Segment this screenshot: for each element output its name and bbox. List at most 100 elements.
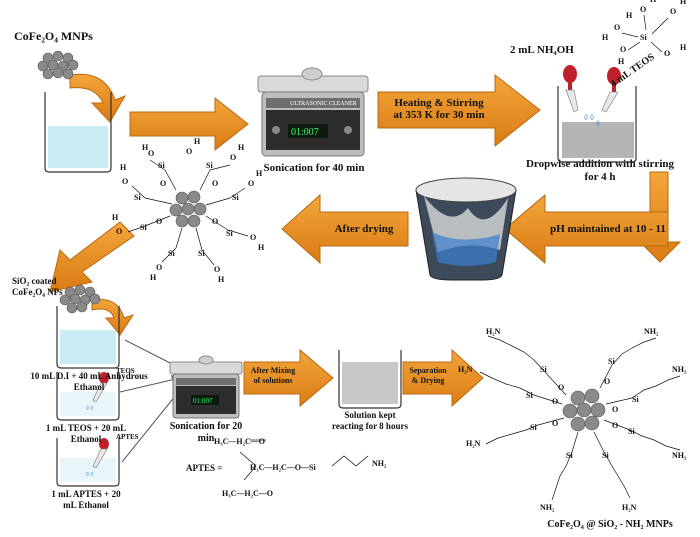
label-separation: Separation & Drying [402, 366, 454, 386]
label-mnp: CoFe₂O₄ MNPs [14, 29, 93, 43]
svg-text:O: O [552, 419, 558, 428]
teos-molecule: H O H O H O H Si O O H H [602, 0, 687, 66]
svg-text:O: O [604, 377, 610, 386]
arrow-after-mixing [243, 348, 334, 408]
svg-text:O: O [670, 7, 676, 16]
svg-text:O: O [640, 5, 646, 14]
label-aptes-line2: mL Ethanol [63, 500, 109, 510]
label-sonication-40: Sonication for 40 min [263, 162, 365, 174]
svg-text:O: O [212, 217, 218, 226]
label-sio2-coated: SiO₂ coated CoFe₂O₄ NPs [12, 276, 63, 298]
label-aptes-formula: APTES = [186, 463, 223, 473]
svg-text:O: O [664, 49, 670, 58]
label-kept: Solution kept reacting for 8 hours [320, 410, 420, 432]
svg-text:◊ ◊: ◊ ◊ [584, 113, 594, 122]
svg-text:◊: ◊ [596, 119, 600, 128]
svg-text:H₃C—H₂C—O: H₃C—H₂C—O [214, 437, 265, 446]
svg-text:H: H [150, 273, 157, 282]
label-sep-line2: & Drying [411, 376, 445, 385]
svg-text:H: H [142, 143, 149, 152]
svg-text:Si: Si [602, 451, 609, 460]
svg-text:O: O [614, 23, 620, 32]
svg-text:ULTRASONIC CLEANER: ULTRASONIC CLEANER [290, 101, 357, 107]
label-kept-line2: reacting for 8 hours [332, 421, 408, 431]
label-after-mixing: After Mixing of solutions [244, 366, 302, 386]
label-aptes-line1: 1 mL APTES + 20 [51, 489, 121, 499]
svg-text:O: O [212, 179, 218, 188]
svg-text:O: O [612, 405, 618, 414]
svg-text:H: H [680, 0, 687, 6]
svg-text:Si: Si [540, 365, 547, 374]
svg-text:O: O [156, 217, 162, 226]
label-aptes-small: APTES [116, 433, 139, 441]
beaker-5: ◊ ◊ [56, 438, 120, 487]
svg-text:NH₂: NH₂ [540, 503, 555, 512]
svg-text:H: H [650, 0, 657, 4]
svg-text:O: O [186, 147, 192, 156]
svg-text:Si: Si [140, 223, 147, 232]
beaker-6 [338, 350, 402, 409]
svg-text:Si: Si [608, 357, 615, 366]
svg-text:H: H [258, 243, 265, 252]
label-teos-line2: Ethanol [70, 434, 102, 444]
label-nh4oh: 2 mL NH₄OH [510, 44, 574, 56]
svg-text:NH₂: NH₂ [672, 365, 687, 374]
dried-cup [415, 177, 517, 281]
svg-text:Si: Si [226, 229, 233, 238]
svg-text:Si: Si [134, 193, 141, 202]
svg-text:Si: Si [566, 451, 573, 460]
svg-text:O: O [116, 227, 122, 236]
label-sio2-line1: SiO₂ coated [12, 276, 57, 286]
svg-text:Si: Si [206, 161, 213, 170]
arrow-separation [402, 348, 484, 408]
label-di-line2: Ethanol [73, 382, 105, 392]
svg-text:H: H [112, 213, 119, 222]
svg-text:H: H [218, 275, 225, 284]
label-heating-line1: Heating & Stirring [394, 97, 484, 109]
svg-text:O: O [552, 397, 558, 406]
label-final-product: CoFe₂O₄ @ SiO₂ - NH₂ MNPs [547, 519, 673, 530]
beaker-2: ◊ ◊ ◊ [557, 65, 637, 163]
svg-text:H₃C—H₂C—O—Si: H₃C—H₂C—O—Si [250, 463, 316, 472]
svg-text:◊ ◊: ◊ ◊ [86, 471, 93, 478]
svg-text:NH₂: NH₂ [672, 451, 687, 460]
label-teos-small: TEOS [116, 367, 135, 375]
label-son20-line2: min [197, 433, 215, 444]
sonicator-1-display: 01:007 [291, 127, 319, 138]
svg-text:O: O [558, 383, 564, 392]
beaker-3 [56, 306, 120, 369]
svg-text:Si: Si [198, 249, 205, 258]
label-sep-line1: Separation [409, 366, 447, 375]
svg-text:O: O [122, 177, 128, 186]
svg-text:O: O [250, 233, 256, 242]
label-di: 10 mL D.I + 40 mL Anhydrous Ethanol [14, 371, 164, 393]
label-ph: pH maintained at 10 - 11 [550, 223, 666, 235]
svg-text:H₂N: H₂N [466, 439, 481, 448]
svg-text:Si: Si [640, 33, 647, 42]
label-son20-line1: Sonication for 20 [169, 421, 243, 432]
arrow-ph [504, 193, 669, 265]
mnp-particles [37, 50, 79, 80]
svg-text:H: H [680, 43, 687, 52]
svg-text:◊ ◊: ◊ ◊ [86, 405, 93, 412]
svg-text:O: O [148, 149, 154, 158]
label-dropwise-line2: for 4 h [584, 171, 616, 183]
label-heating-line2: at 353 K for 30 min [393, 109, 485, 121]
svg-text:Si: Si [232, 193, 239, 202]
label-after-drying: After drying [334, 223, 394, 235]
dropper-right [601, 67, 621, 113]
sonicator-2: 01:007 [169, 355, 243, 419]
svg-text:O: O [156, 263, 162, 272]
dropper-left [563, 65, 579, 113]
label-mixing-line1: After Mixing [250, 366, 296, 375]
svg-text:H₂N: H₂N [622, 503, 637, 512]
svg-text:Si: Si [530, 423, 537, 432]
label-teos-1ml: 1 mL TEOS + 20 mL Ethanol [16, 423, 156, 445]
svg-text:H: H [238, 143, 245, 152]
label-dropwise: Dropwise addition with stirring for 4 h [500, 158, 700, 184]
svg-text:O: O [620, 45, 626, 54]
svg-text:NH₂: NH₂ [372, 459, 387, 468]
